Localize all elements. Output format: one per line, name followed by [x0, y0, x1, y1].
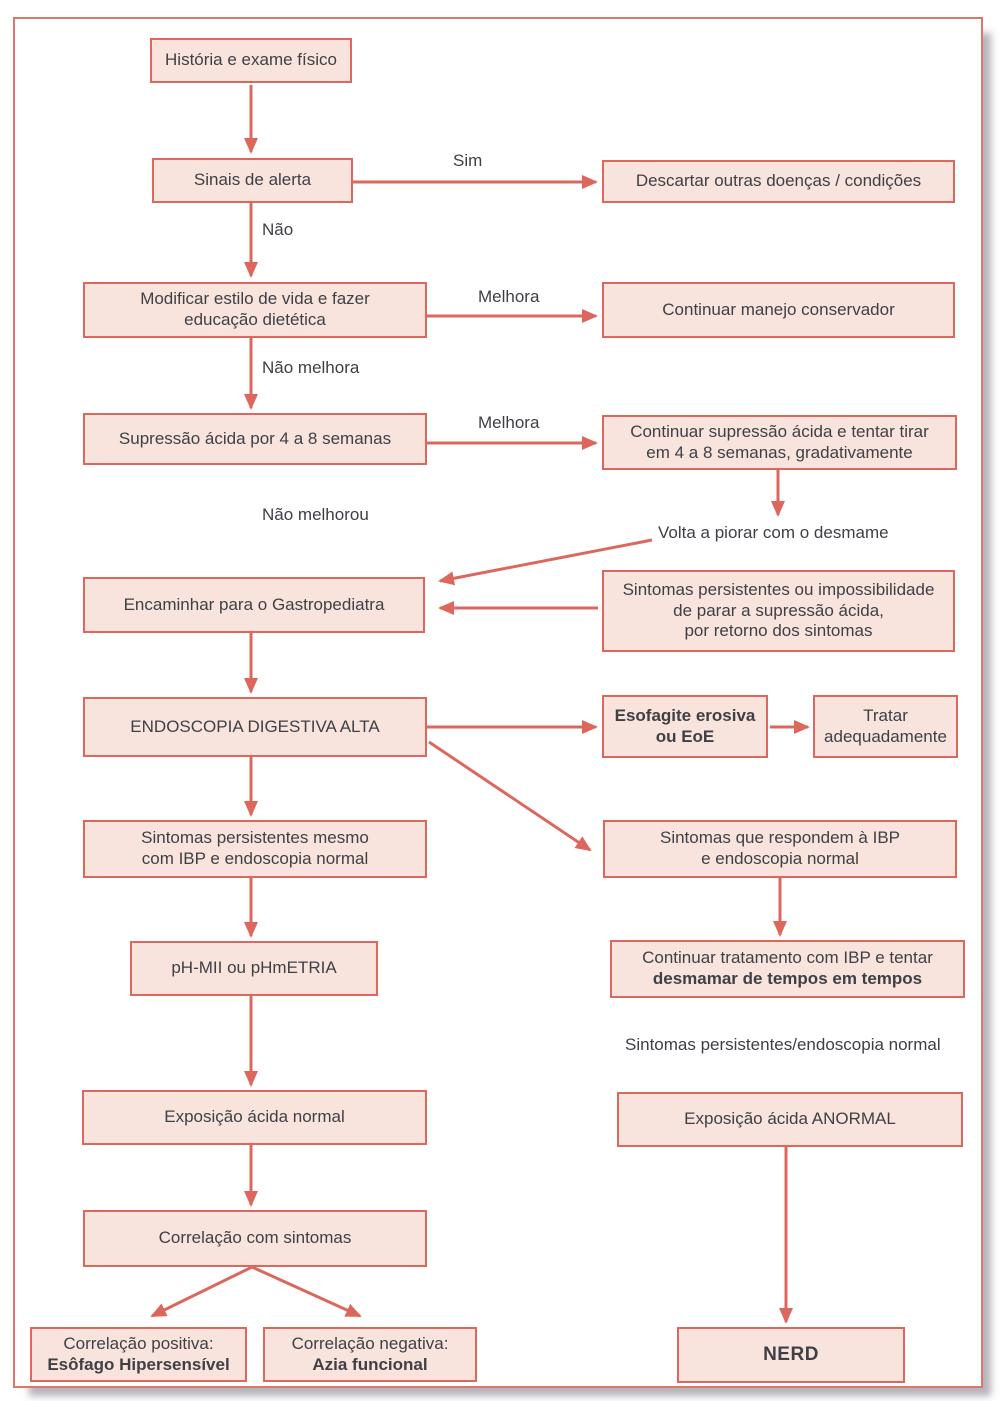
node-supressao-label: Supressão ácida por 4 a 8 semanas — [118, 428, 392, 448]
node-sintomas-respondem-ibp: Sintomas que respondem à IBP e endoscopi… — [603, 820, 957, 878]
node-phmii-label: pH-MII ou pHmETRIA — [171, 958, 337, 978]
node-sintomas-respondem-line2: e endoscopia normal — [701, 849, 859, 868]
node-nerd-label: NERD — [763, 1344, 819, 1366]
node-descartar-doencas: Descartar outras doenças / condições — [602, 160, 955, 203]
node-modificar-line2: educação dietética — [184, 310, 326, 329]
node-endoscopia-label: ENDOSCOPIA DIGESTIVA ALTA — [130, 716, 380, 736]
node-supressao-acida: Supressão ácida por 4 a 8 semanas — [83, 413, 427, 465]
edge-label-melhora-2: Melhora — [478, 413, 540, 432]
node-sintomas-impossibilidade-line2: de parar a supressão ácida, — [673, 600, 884, 620]
node-sinais-label: Sinais de alerta — [193, 170, 312, 190]
node-historia-exame: História e exame físico — [150, 38, 352, 83]
node-correlacao-positiva-line1: Correlação positiva: — [63, 1333, 214, 1353]
node-continuar-ibp-line2: desmamar de tempos em tempos — [652, 969, 923, 988]
node-tratar-adequadamente: Tratar adequadamente — [813, 695, 958, 758]
node-esofagite-line1: Esofagite erosiva — [614, 705, 756, 725]
node-sinais-alerta: Sinais de alerta — [152, 158, 353, 203]
node-correlacao-negativa-line1: Correlação negativa: — [291, 1333, 449, 1353]
edge-label-sim: Sim — [453, 151, 483, 170]
node-exposicao-anormal: Exposição ácida ANORMAL — [617, 1092, 963, 1147]
node-sintomas-persistentes-ibp: Sintomas persistentes mesmo com IBP e en… — [83, 820, 427, 878]
node-continuar-supressao-line2: em 4 a 8 semanas, gradativamente — [646, 442, 913, 462]
edge-label-nao-melhora: Não melhora — [262, 358, 360, 377]
node-modificar-line1: Modificar estilo de vida e fazer — [140, 289, 370, 309]
node-continuar-ibp: Continuar tratamento com IBP e tentar de… — [610, 940, 965, 998]
node-phmii-phmetria: pH-MII ou pHmETRIA — [130, 941, 378, 996]
edge-label-nao-melhorou: Não melhorou — [262, 505, 369, 524]
node-sintomas-mesmo-line1: Sintomas persistentes mesmo — [141, 828, 369, 848]
node-exposicao-normal-label: Exposição ácida normal — [164, 1107, 345, 1127]
node-correlacao-positiva-line2: Esôfago Hipersensível — [47, 1354, 230, 1374]
node-sintomas-impossibilidade-line1: Sintomas persistentes ou impossibilidade — [622, 579, 935, 599]
node-continuar-ibp-line1: Continuar tratamento com IBP e tentar — [642, 948, 933, 968]
node-sintomas-impossibilidade-line3: por retorno dos sintomas — [684, 621, 873, 641]
node-correlacao-negativa-line2: Azia funcional — [312, 1354, 428, 1374]
node-sintomas-respondem-line1: Sintomas que respondem à IBP — [659, 828, 901, 848]
node-continuar-supressao-line1: Continuar supressão ácida e tentar tirar — [630, 421, 929, 441]
edge-label-nao: Não — [262, 220, 294, 239]
node-continuar-manejo: Continuar manejo conservador — [602, 282, 955, 338]
node-encaminhar-gastropediatra: Encaminhar para o Gastropediatra — [83, 577, 425, 633]
edge-label-volta-piorar: Volta a piorar com o desmame — [658, 523, 889, 542]
node-correlacao-label: Correlação com sintomas — [158, 1228, 352, 1248]
node-sintomas-impossibilidade: Sintomas persistentes ou impossibilidade… — [602, 570, 955, 652]
node-exposicao-normal: Exposição ácida normal — [82, 1090, 427, 1145]
node-correlacao-negativa: Correlação negativa: Azia funcional — [263, 1327, 477, 1382]
node-nerd: NERD — [677, 1327, 905, 1383]
node-tratar-line1: Tratar — [863, 705, 908, 725]
node-modificar-estilo: Modificar estilo de vida e fazer educaçã… — [83, 282, 427, 338]
edge-label-sintomas-endoscopia: Sintomas persistentes/endoscopia normal — [625, 1035, 941, 1054]
node-correlacao-positiva: Correlação positiva: Esôfago Hipersensív… — [30, 1327, 247, 1382]
node-exposicao-anormal-label: Exposição ácida ANORMAL — [684, 1109, 896, 1129]
node-historia-label: História e exame físico — [165, 50, 337, 70]
node-esofagite-eoe: Esofagite erosiva ou EoE — [602, 695, 768, 758]
node-continuar-supressao: Continuar supressão ácida e tentar tirar… — [602, 415, 957, 470]
node-tratar-line2: adequadamente — [824, 726, 947, 746]
node-endoscopia-digestiva: ENDOSCOPIA DIGESTIVA ALTA — [83, 697, 427, 757]
node-esofagite-line2: ou EoE — [655, 726, 715, 746]
node-continuar-manejo-label: Continuar manejo conservador — [662, 299, 895, 319]
node-sintomas-mesmo-line2: com IBP e endoscopia normal — [141, 849, 369, 868]
node-descartar-label: Descartar outras doenças / condições — [635, 171, 922, 191]
page-border — [13, 17, 983, 1388]
edge-label-melhora-1: Melhora — [478, 287, 540, 306]
node-encaminhar-label: Encaminhar para o Gastropediatra — [123, 594, 385, 614]
node-correlacao-sintomas: Correlação com sintomas — [83, 1210, 427, 1267]
